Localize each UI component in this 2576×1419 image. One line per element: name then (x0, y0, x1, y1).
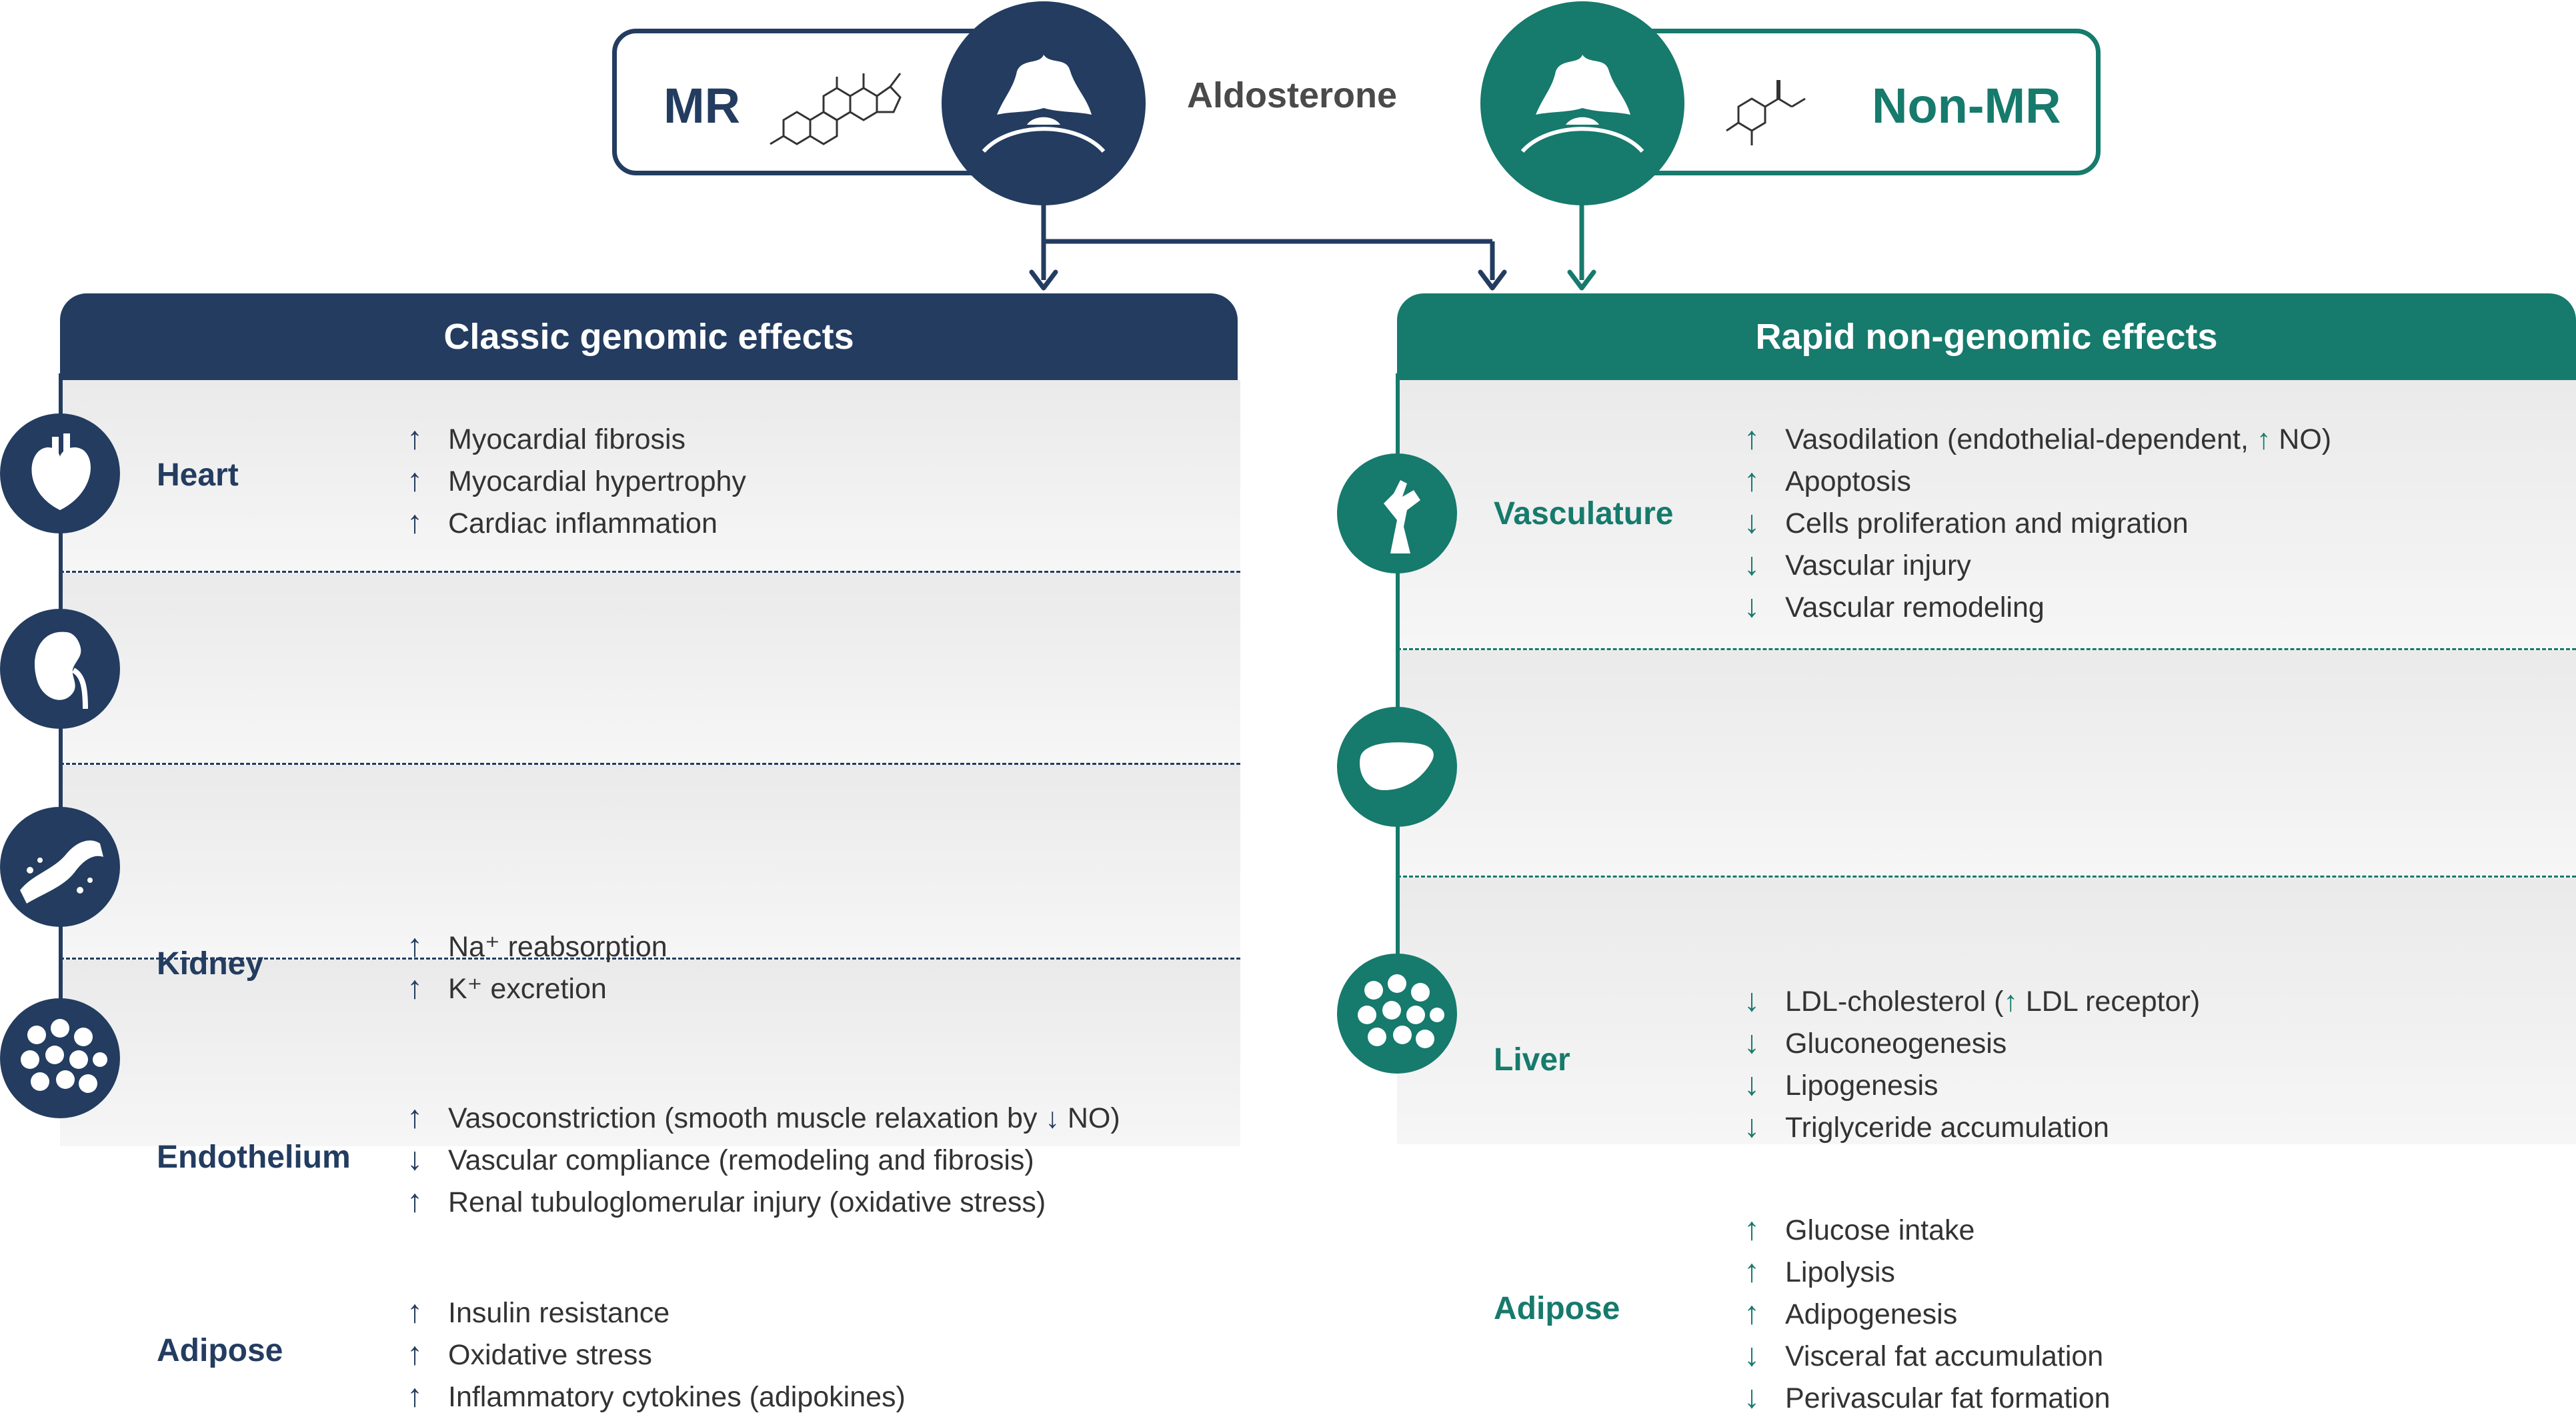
effects-liver: ↓LDL-cholesterol (↑ LDL receptor) ↓Gluco… (1744, 983, 2201, 1144)
organ-name-kidney: Kidney (157, 946, 264, 982)
adipose-icon-circle-right (1337, 954, 1457, 1074)
organ-name-adipose: Adipose (157, 1333, 283, 1368)
endothelium-icon-circle (0, 807, 120, 927)
adipose-icon (21, 1019, 107, 1093)
organ-name-heart: Heart (157, 457, 239, 493)
nonsteroid-structure-icon (1726, 80, 1806, 145)
vasculature-icon-circle (1337, 453, 1457, 573)
organ-name-endothelium: Endothelium (157, 1140, 351, 1175)
row-adipose-right (1397, 878, 2576, 1144)
row-adipose (60, 960, 1240, 1146)
aldosterone-label: Aldosterone (1187, 75, 1398, 115)
effects-endothelium: ↑Vasoconstriction (smooth muscle relaxat… (407, 1100, 1120, 1219)
adipose-icon-circle (0, 998, 120, 1118)
row-heart (60, 380, 1240, 571)
effects-kidney: ↑Na⁺ reabsorption ↑K⁺ excretion (407, 928, 668, 1006)
nonmr-label: Non-MR (1872, 78, 2061, 133)
effects-heart: ↑Myocardial fibrosis ↑Myocardial hypertr… (407, 421, 746, 540)
heart-icon (31, 433, 91, 510)
nonmr-receptor-circle (1480, 1, 1684, 205)
kidney-icon-circle (0, 609, 120, 729)
heart-icon-circle (0, 413, 120, 533)
effects-vasculature: ↑Vasodilation (endothelial-dependent, ↑ … (1744, 421, 2332, 624)
organ-name-adipose-right: Adipose (1494, 1291, 1620, 1326)
mr-receptor-circle (942, 1, 1146, 205)
mr-label: MR (664, 78, 741, 133)
row-kidney (60, 573, 1240, 763)
effects-adipose-right: ↑Glucose intake ↑Lipolysis ↑Adipogenesis… (1744, 1212, 2111, 1415)
endothelium-icon (20, 840, 103, 904)
effects-adipose: ↑Insulin resistance ↑Oxidative stress ↑I… (407, 1294, 906, 1414)
kidney-icon (35, 631, 88, 710)
row-liver (1397, 650, 2576, 876)
row-vasculature (1397, 380, 2576, 648)
adipose-icon (1358, 974, 1444, 1048)
rapid-nongenomic-header: Rapid non-genomic effects (1397, 293, 2576, 380)
aldosterone-mr-icon (982, 55, 1106, 153)
rapid-nongenomic-panel: Rapid non-genomic effects Vasculature ↑V… (1334, 293, 2576, 1415)
organ-name-liver: Liver (1494, 1042, 1570, 1078)
aldosterone-nonmr-icon (1520, 55, 1644, 153)
steroid-structure-icon (770, 73, 902, 145)
organ-name-vasculature: Vasculature (1494, 496, 1674, 531)
classic-genomic-header: Classic genomic effects (60, 293, 1238, 380)
connector-lines (1029, 200, 1596, 291)
liver-icon-circle (1337, 707, 1457, 827)
classic-genomic-panel: Classic genomic effects Heart ↑Myocardia… (0, 293, 1240, 1414)
row-endothelium (60, 765, 1240, 958)
vasculature-icon (1384, 480, 1420, 553)
liver-icon (1360, 742, 1434, 790)
